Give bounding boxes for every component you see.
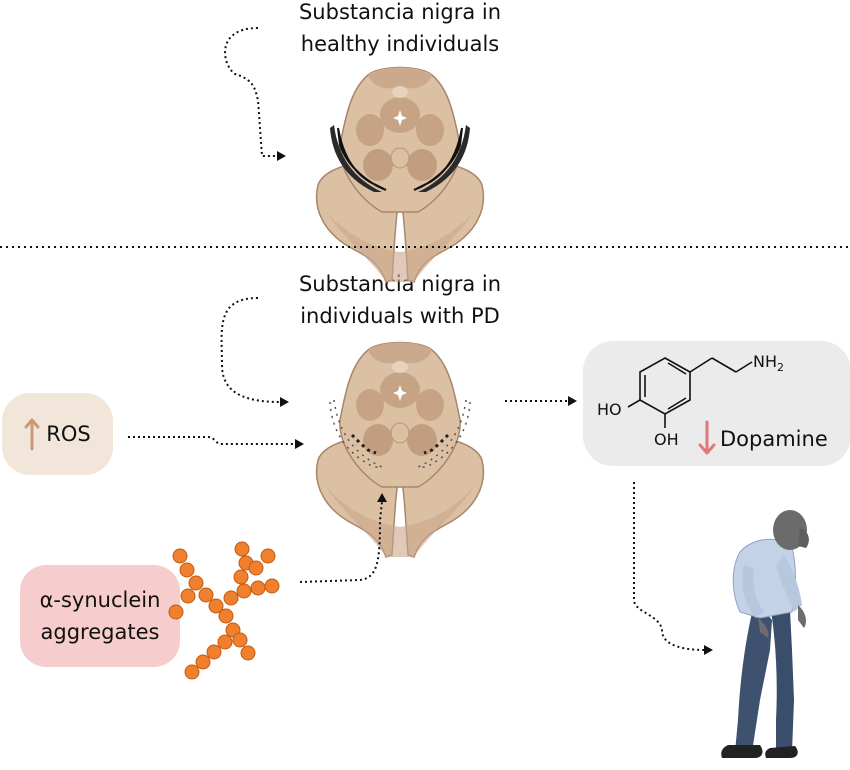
pd-midbrain bbox=[315, 341, 485, 558]
pd-title-line2: individuals with PD bbox=[300, 304, 500, 328]
arrow-title-to-pd bbox=[220, 297, 281, 403]
arrow-title-to-healthy bbox=[224, 27, 277, 157]
ros-label: ROS bbox=[46, 422, 91, 446]
arrow-synuclein-to-pd bbox=[299, 501, 383, 583]
ros-pill: ROS bbox=[2, 393, 113, 475]
dopamine-structure bbox=[627, 357, 753, 428]
nh2-label: NH2 bbox=[753, 352, 784, 375]
up-arrow-icon bbox=[24, 418, 40, 451]
dopamine-box bbox=[583, 341, 850, 466]
arrow-ros-to-pd bbox=[128, 436, 295, 445]
healthy-nigra-left bbox=[337, 127, 387, 191]
healthy-title-line2: healthy individuals bbox=[300, 32, 500, 56]
healthy-midbrain bbox=[315, 66, 485, 283]
pd-title: Substancia nigra in individuals with PD bbox=[250, 268, 550, 332]
dotted-arrows bbox=[128, 27, 706, 651]
synuclein-pill: α-synuclein aggregates bbox=[20, 565, 180, 667]
synuclein-line1: α-synuclein bbox=[39, 588, 161, 612]
healthy-title-line1: Substancia nigra in bbox=[298, 0, 502, 24]
patient-figure bbox=[721, 510, 809, 758]
synuclein-line2: aggregates bbox=[40, 620, 160, 644]
synuclein-aggregate-icon bbox=[168, 541, 280, 680]
down-arrow-icon bbox=[698, 420, 716, 455]
ho-label: HO bbox=[597, 400, 622, 419]
healthy-nigra-right bbox=[413, 127, 463, 191]
dopamine-label: Dopamine bbox=[720, 427, 828, 451]
arrow-dopamine-to-patient bbox=[633, 482, 706, 651]
oh-label: OH bbox=[654, 430, 679, 449]
healthy-title: Substancia nigra in healthy individuals bbox=[250, 0, 550, 60]
